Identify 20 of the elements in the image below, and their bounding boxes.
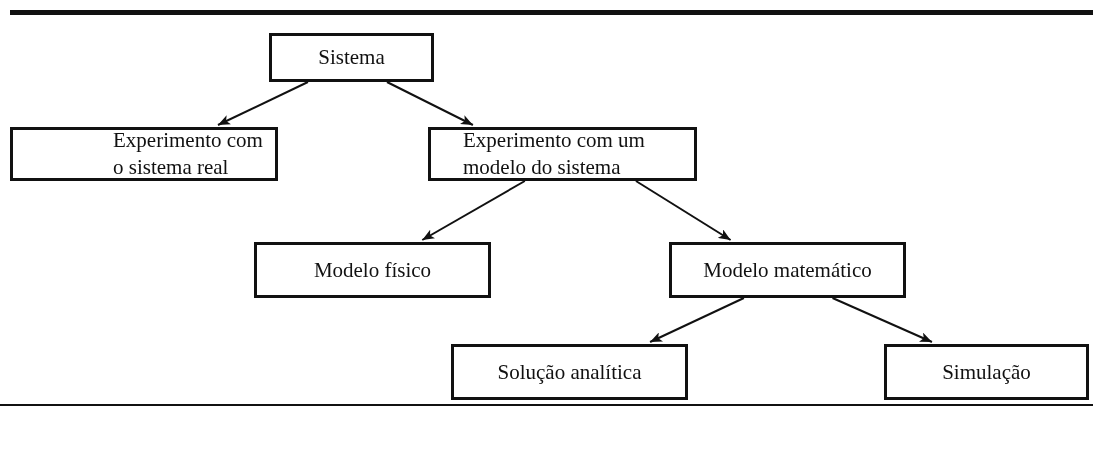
arrow bbox=[634, 180, 732, 241]
process-box bbox=[428, 127, 697, 181]
box-label: Experimento com o sistema real bbox=[113, 127, 264, 181]
box-label: Modelo físico bbox=[313, 256, 432, 284]
arrow bbox=[421, 180, 526, 241]
box-label: Solução analítica bbox=[497, 358, 642, 386]
process-box bbox=[451, 344, 688, 400]
process-box bbox=[669, 242, 906, 298]
box-label: Modelo matemático bbox=[703, 256, 872, 284]
arrow bbox=[831, 297, 933, 343]
process-box bbox=[10, 127, 278, 181]
process-box bbox=[254, 242, 491, 298]
box-label: Sistema bbox=[318, 44, 385, 71]
process-box bbox=[269, 33, 434, 82]
box-label: Simulação bbox=[942, 358, 1031, 386]
box-label: Experimento com um modelo do sistema bbox=[463, 127, 646, 181]
process-box bbox=[884, 344, 1089, 400]
arrow bbox=[216, 81, 309, 126]
arrow bbox=[649, 297, 745, 343]
arrow bbox=[386, 81, 474, 126]
